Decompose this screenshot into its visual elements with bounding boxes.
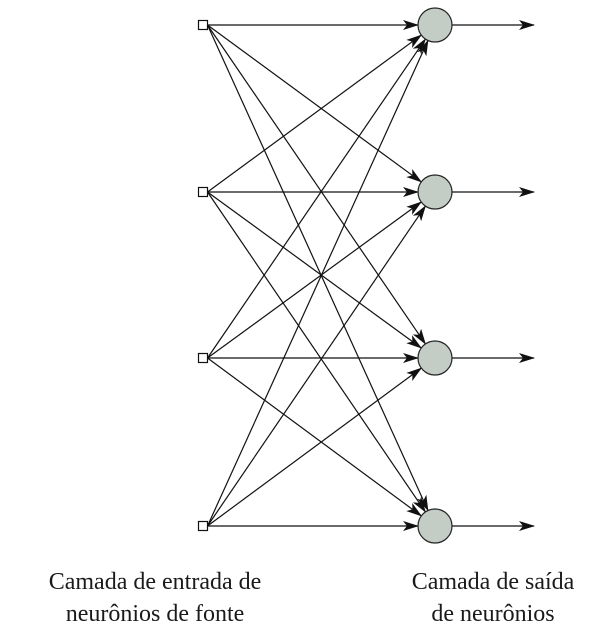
connection-arrow-1-2 [207, 24, 423, 183]
connection-arrow-3-1 [207, 38, 426, 359]
input-node-2 [197, 186, 209, 198]
output-neuron-4 [417, 508, 453, 544]
connection-arrow-2-3 [207, 191, 423, 349]
connection-arrow-3-2 [207, 201, 423, 359]
output-layer-caption-line2: de neurônios [431, 601, 555, 627]
connection-arrow-4-1 [206, 39, 429, 527]
connection-arrow-1-3 [207, 24, 426, 345]
output-layer-caption: Camada de saída de neurônios [385, 566, 601, 630]
output-neuron-3 [417, 340, 453, 376]
input-node-3 [197, 352, 209, 364]
connections-group [206, 20, 429, 531]
output-neuron-2 [417, 174, 453, 210]
input-node-4 [197, 520, 209, 532]
connection-arrow-3-4 [207, 357, 423, 517]
input-layer-caption-line2: neurônios de fonte [65, 601, 245, 627]
input-layer [197, 19, 209, 532]
output-neuron-1 [417, 7, 453, 43]
output-arrows-group [452, 20, 535, 531]
connection-arrow-2-4 [207, 191, 426, 513]
input-layer-caption-line1: Camada de entrada de [48, 569, 262, 595]
input-node-1 [197, 19, 209, 31]
input-layer-caption: Camada de entrada de neurônios de fonte [20, 566, 290, 630]
connection-arrow-2-1 [207, 34, 423, 193]
connection-arrow-4-3 [207, 367, 423, 527]
connection-arrow-1-4 [206, 24, 429, 512]
connection-arrow-4-2 [207, 205, 426, 527]
output-layer [417, 7, 453, 544]
output-layer-caption-line1: Camada de saída [411, 569, 575, 595]
